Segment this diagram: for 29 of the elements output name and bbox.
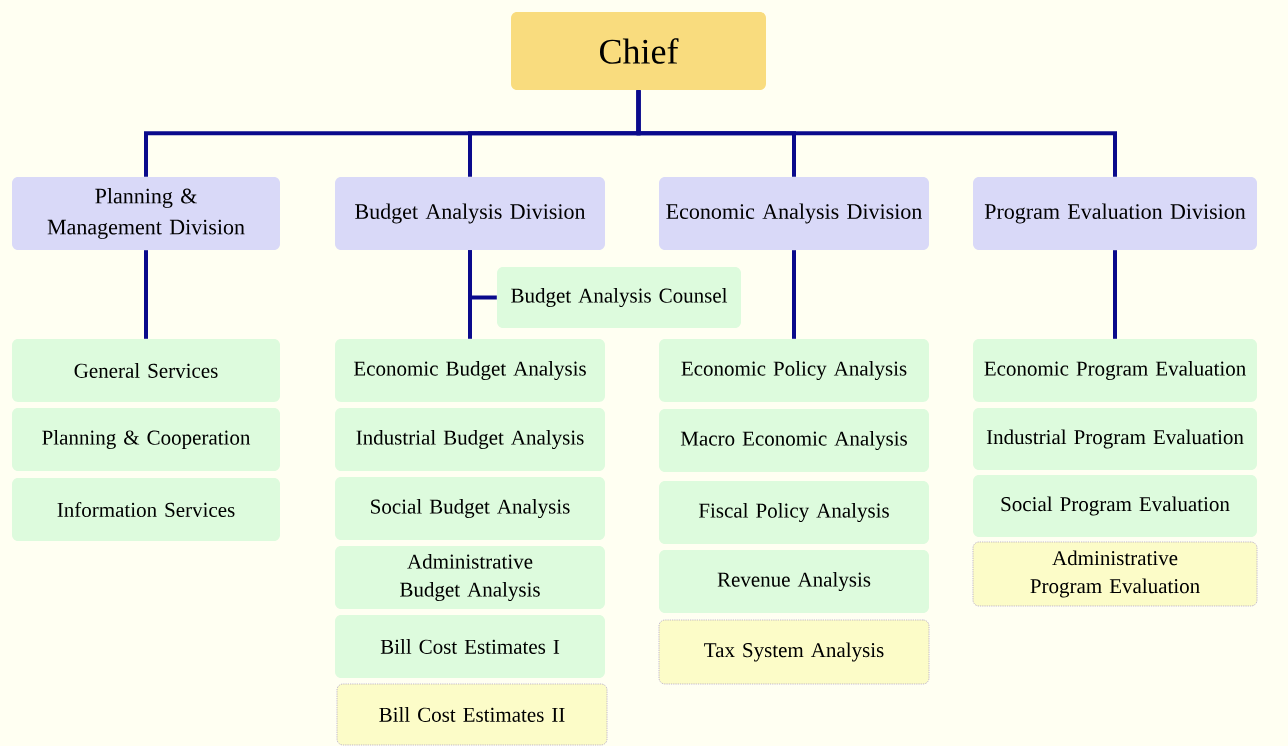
unit-box: Administrative Program Evaluation — [972, 541, 1258, 607]
unit-box: Revenue Analysis — [659, 550, 929, 613]
unit-box: Economic Budget Analysis — [335, 339, 605, 402]
connector-line — [636, 90, 1117, 177]
connector-line — [792, 250, 796, 339]
division-box: Planning & Management Division — [12, 177, 280, 250]
unit-box: Industrial Program Evaluation — [973, 408, 1257, 470]
division-box: Economic Analysis Division — [659, 177, 929, 250]
unit-box: Bill Cost Estimates II — [336, 683, 608, 746]
connector-line — [144, 250, 148, 339]
unit-box: Administrative Budget Analysis — [335, 546, 605, 609]
division-box: Program Evaluation Division — [973, 177, 1257, 250]
chief-box: Chief — [511, 12, 766, 90]
unit-box: Budget Analysis Counsel — [497, 267, 741, 328]
division-box: Budget Analysis Division — [335, 177, 605, 250]
unit-box: Economic Program Evaluation — [973, 339, 1257, 402]
unit-box: Tax System Analysis — [658, 619, 930, 685]
unit-box: Macro Economic Analysis — [659, 409, 929, 472]
unit-box: Social Budget Analysis — [335, 477, 605, 540]
unit-box: Information Services — [12, 478, 280, 541]
unit-box: Fiscal Policy Analysis — [659, 481, 929, 544]
unit-box: Economic Policy Analysis — [659, 339, 929, 402]
connector-line — [468, 250, 472, 339]
unit-box: General Services — [12, 339, 280, 402]
unit-box: Industrial Budget Analysis — [335, 408, 605, 471]
unit-box: Social Program Evaluation — [973, 475, 1257, 537]
unit-box: Planning & Cooperation — [12, 408, 280, 471]
connector-line — [1113, 250, 1117, 339]
unit-box: Bill Cost Estimates I — [335, 615, 605, 678]
